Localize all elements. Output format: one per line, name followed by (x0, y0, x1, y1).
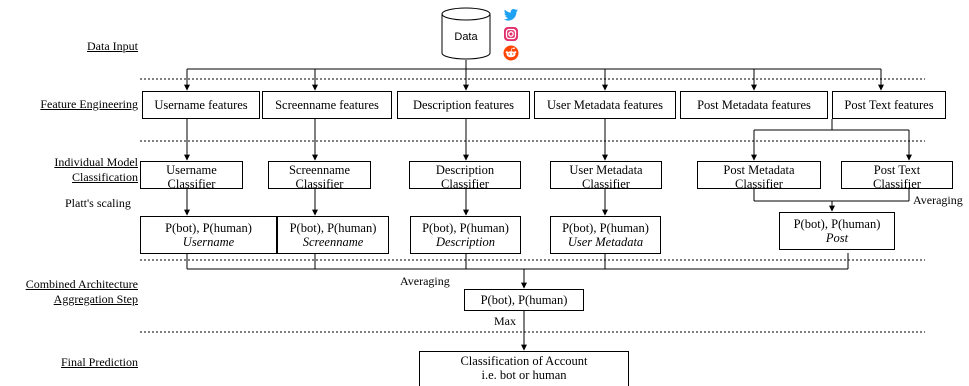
prob-box-user-metadata: P(bot), P(human) User Metadata (550, 216, 661, 254)
prob-box-screenname: P(bot), P(human) Screenname (277, 216, 389, 254)
combined-prob-box: P(bot), P(human) (464, 289, 584, 311)
classifier-word: Classifier (735, 177, 783, 189)
feature-box-post-metadata: Post Metadata features (680, 91, 828, 119)
max-label: Max (494, 314, 516, 328)
stage-label-combined-line2: Aggregation Step (53, 292, 138, 306)
final-prediction-box: Classification of Account i.e. bot or hu… (419, 351, 629, 386)
classifier-name: Username (166, 163, 217, 177)
classifier-name: Post Text (873, 163, 921, 177)
prob-source: Description (435, 235, 496, 249)
prob-text: P(bot), P(human) (165, 221, 252, 235)
stage-label-individual-model-line2: Classification (72, 170, 138, 184)
classifier-name: Description (435, 163, 495, 177)
classifier-name: Screenname (288, 163, 351, 177)
averaging-label-post: Averaging (913, 193, 963, 207)
prob-source: User Metadata (567, 235, 644, 249)
stage-label-data-input: Data Input (87, 39, 138, 53)
classifier-word: Classifier (441, 177, 489, 189)
feature-box-description: Description features (397, 91, 530, 119)
database-label: Data (454, 31, 478, 43)
classifier-word: Classifier (295, 177, 344, 189)
stage-label-final-prediction: Final Prediction (61, 355, 138, 369)
feature-box-username: Username features (142, 91, 260, 119)
reddit-icon (503, 45, 519, 61)
classifier-word: Classifier (873, 177, 921, 189)
final-prediction-line1: Classification of Account (460, 354, 588, 368)
averaging-label-combined: Averaging (400, 274, 450, 288)
platts-scaling-label: Platt's scaling (65, 196, 131, 210)
feature-box-user-metadata: User Metadata features (534, 91, 676, 119)
feature-box-screenname: Screenname features (262, 91, 392, 119)
feature-box-post-text: Post Text features (832, 91, 946, 119)
prob-source: Screenname (302, 235, 364, 249)
stage-separators (140, 78, 925, 333)
prob-text: P(bot), P(human) (562, 221, 649, 235)
prob-text: P(bot), P(human) (289, 221, 377, 235)
classifier-word: Classifier (582, 177, 630, 189)
prob-source: Username (182, 235, 235, 249)
instagram-icon (504, 27, 518, 41)
prob-text: P(bot), P(human) (793, 217, 881, 231)
stage-label-combined-line1: Combined Architecture (25, 277, 138, 291)
final-prediction-line2: i.e. bot or human (481, 368, 567, 382)
prob-box-username: P(bot), P(human) Username (140, 216, 277, 254)
classifier-word: Classifier (167, 177, 216, 189)
classifier-name: Post Metadata (723, 163, 795, 177)
database-icon (441, 7, 491, 60)
twitter-icon (503, 9, 518, 21)
prob-text: P(bot), P(human) (422, 221, 509, 235)
prob-source: Post (825, 231, 849, 245)
prob-box-description: P(bot), P(human) Description (410, 216, 521, 254)
stage-label-feature-engineering: Feature Engineering (40, 97, 138, 111)
prob-box-post: P(bot), P(human) Post (779, 212, 895, 250)
classifier-name: User Metadata (569, 163, 643, 177)
stage-label-individual-model-line1: Individual Model (54, 155, 138, 169)
